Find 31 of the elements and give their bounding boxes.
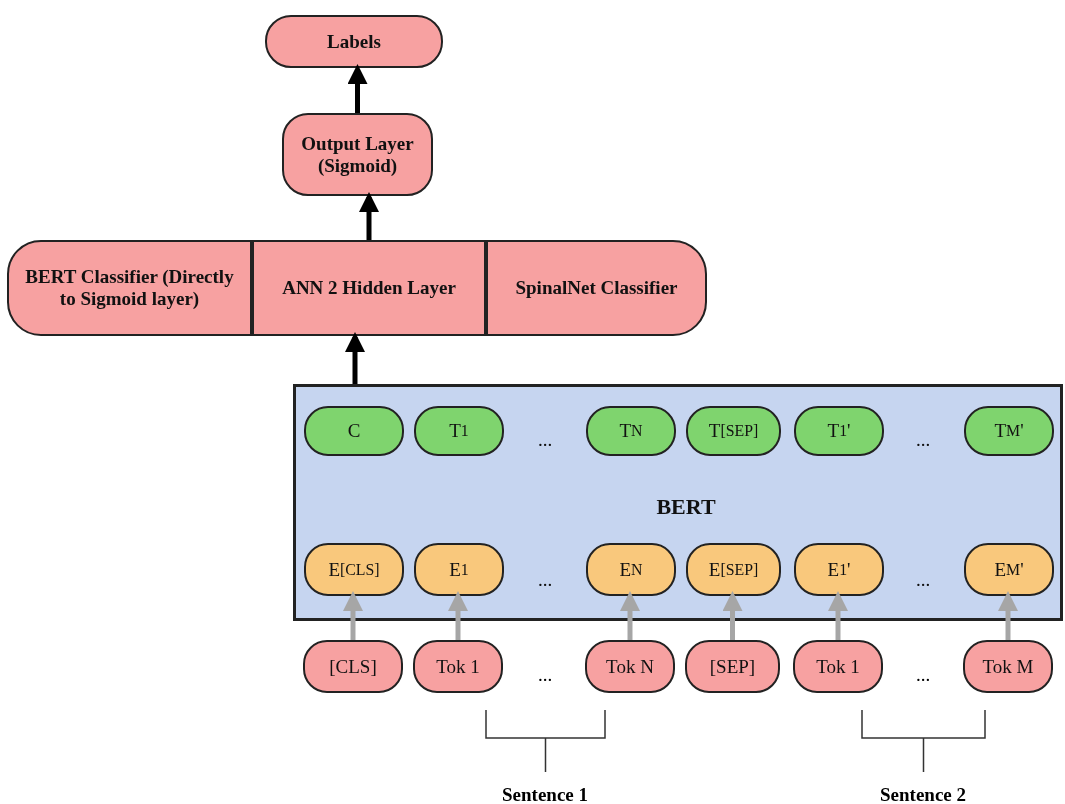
model-panel [293,384,1063,621]
input-token-pill: [CLS] [303,640,403,693]
input-token-pill: Tok N [585,640,675,693]
layer-box: Output Layer (Sigmoid) [282,113,433,196]
arrow [359,192,379,240]
arrow [998,591,1018,640]
classifier-box: ANN 2 Hidden Layer [252,240,486,336]
classifier-box: BERT Classifier (Directly to Sigmoid layer) [7,240,252,336]
ellipsis: ... [537,569,553,591]
output-token-pill: C [304,406,404,456]
input-token-pill: [SEP] [685,640,780,693]
input-token-pill: Tok 1 [793,640,883,693]
input-token-pill: Tok 1 [413,640,503,693]
layer-box: Labels [265,15,443,68]
arrow [722,591,743,640]
arrow [343,591,363,640]
ellipsis: ... [537,664,553,686]
input-token-pill: Tok M [963,640,1053,693]
panel-title: BERT [656,494,716,520]
arrow [828,591,848,640]
ellipsis: ... [915,429,931,451]
arrow [345,332,365,384]
ellipsis: ... [915,664,931,686]
group-label: Sentence 2 [880,784,966,804]
arrow [347,64,368,113]
arrow [448,591,468,640]
arrow [620,591,640,640]
classifier-box: SpinalNet Classifier [486,240,707,336]
ellipsis: ... [537,429,553,451]
group-label: Sentence 1 [502,784,588,804]
ellipsis: ... [915,569,931,591]
